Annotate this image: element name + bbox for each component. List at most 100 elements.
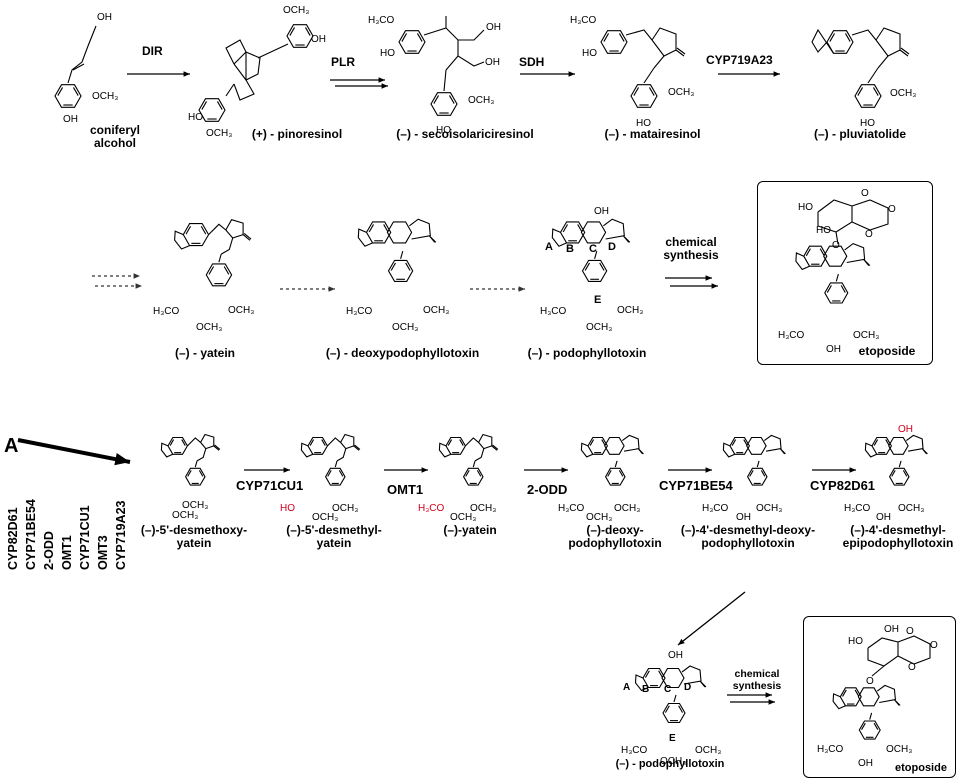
atom-label: O bbox=[906, 626, 914, 637]
ring-label: E bbox=[669, 733, 676, 744]
atom-label: OCH₃ bbox=[886, 744, 913, 755]
atom-label: OCH₃ bbox=[450, 512, 477, 523]
atom-label: OCH₃ bbox=[172, 510, 199, 521]
atom-label: O bbox=[908, 662, 916, 673]
label-podophyllotoxin-mid: (–) - podophyllotoxin bbox=[527, 346, 647, 360]
label-coniferyl-alcohol: coniferyl alcohol bbox=[89, 123, 140, 150]
arrow-to-podophyllotoxin bbox=[677, 591, 746, 646]
atom-label: HO bbox=[798, 202, 813, 213]
ring-label: B bbox=[566, 243, 574, 255]
arrow-plr-2 bbox=[335, 83, 388, 89]
gene-cyp71cu1: CYP71CU1 bbox=[78, 505, 92, 570]
arrow-sdh bbox=[520, 71, 575, 77]
gene-omt3: OMT3 bbox=[96, 535, 110, 570]
atom-label: OCH₃ bbox=[614, 503, 641, 514]
atom-oh: OH bbox=[63, 114, 78, 125]
atom-label: H₃CO bbox=[844, 503, 871, 514]
arrow-cyp71be54 bbox=[668, 467, 712, 473]
molecule-secoisolariciresinol bbox=[398, 16, 485, 116]
ring-label: D bbox=[608, 241, 616, 253]
atom-label: OCH₃ bbox=[182, 500, 209, 511]
enzyme-sdh: SDH bbox=[519, 55, 545, 69]
molecule-step-3 bbox=[438, 433, 499, 486]
arrow-chemical-1 bbox=[665, 275, 712, 281]
atom-label: OH bbox=[485, 57, 500, 68]
atom-label: OCH₃ bbox=[228, 305, 255, 316]
arrow-dir bbox=[127, 71, 190, 77]
ring-label: A bbox=[545, 241, 553, 253]
atom-label: O bbox=[861, 188, 869, 199]
atom-label: OH bbox=[668, 650, 683, 661]
molecule-podophyllotoxin-bottom bbox=[634, 665, 707, 724]
label-desmethyl-deoxy: (–)-4'-desmethyl-deoxy- podophyllotoxin bbox=[680, 523, 816, 550]
atom-label: HO bbox=[436, 125, 451, 136]
atom-oh: OH bbox=[97, 12, 112, 23]
atom-label: OH bbox=[898, 424, 913, 435]
label-yatein-bottom: (–)-yatein bbox=[443, 523, 497, 537]
ring-label: D bbox=[684, 682, 692, 693]
label-matairesinol: (–) - matairesinol bbox=[604, 127, 701, 141]
arrow-plr-1 bbox=[330, 77, 385, 83]
molecule-yatein-mid bbox=[174, 219, 252, 287]
atom-label: OCH₃ bbox=[423, 305, 450, 316]
arrow-chemical-3 bbox=[727, 692, 772, 698]
atom-label: H₃CO bbox=[558, 503, 585, 514]
molecule-coniferyl-alcohol bbox=[54, 25, 97, 108]
molecule-pinoresinol bbox=[198, 24, 314, 122]
atom-label: OCH₃ bbox=[853, 330, 880, 341]
atom-label: HO bbox=[860, 118, 875, 129]
arrow-cyp71cu1 bbox=[244, 467, 290, 473]
atom-label: OCH₃ bbox=[332, 503, 359, 514]
atom-label: OH bbox=[858, 758, 873, 769]
label-etoposide-bottom: etoposide bbox=[895, 762, 947, 774]
enzyme-cyp719a23: CYP719A23 bbox=[706, 53, 773, 67]
etoposide-box-bottom bbox=[803, 616, 956, 778]
atom-label: OCH₃ bbox=[890, 88, 917, 99]
atom-label: OCH₃ bbox=[586, 512, 613, 523]
sugar-mid bbox=[817, 199, 889, 245]
enzyme-cyp71cu1: CYP71CU1 bbox=[236, 478, 304, 493]
atom-label: OCH₃ bbox=[617, 305, 644, 316]
arrow-dashed-2 bbox=[95, 283, 142, 289]
atom-label: OH bbox=[594, 206, 609, 217]
label-deoxypodophyllotoxin-mid: (–) - deoxypodophyllotoxin bbox=[325, 346, 480, 360]
atom-label: H₃CO bbox=[570, 15, 597, 26]
atom-label: HO bbox=[848, 636, 863, 647]
atom-label: OCH₃ bbox=[312, 512, 339, 523]
atom-och3: OCH₃ bbox=[92, 91, 119, 102]
atom-label: OH bbox=[736, 512, 751, 523]
label-secoisolariciresinol: (–) - secoisolariciresinol bbox=[396, 127, 534, 141]
atom-label: OCH₃ bbox=[206, 128, 233, 139]
molecule-step-1 bbox=[160, 433, 221, 486]
molecule-pluviatolide bbox=[811, 27, 910, 108]
atom-h3co: H₃CO bbox=[368, 15, 395, 26]
enzyme-cyp71be54: CYP71BE54 bbox=[659, 478, 733, 493]
atom-label: OCH₃ bbox=[898, 503, 925, 514]
label-chemical-synthesis-mid: chemical synthesis bbox=[663, 235, 719, 262]
atom-label: OCH₃ bbox=[392, 322, 419, 333]
arrow-dashed-1 bbox=[92, 273, 140, 279]
ring-label: C bbox=[664, 684, 672, 695]
molecule-deoxypodophyllotoxin-mid bbox=[357, 218, 437, 282]
molecule-podophyllotoxin-mid bbox=[551, 218, 631, 282]
atom-label: O bbox=[930, 640, 938, 651]
atom-label: HO bbox=[380, 48, 395, 59]
molecule-matairesinol bbox=[600, 27, 686, 108]
atom-label: OCH₃ bbox=[660, 756, 687, 767]
arrow-omt1 bbox=[384, 467, 428, 473]
arrow-cyp82d61 bbox=[812, 467, 856, 473]
atom-label: HO bbox=[636, 118, 651, 129]
gene-cyp719a23: CYP719A23 bbox=[114, 500, 128, 571]
atom-label: OH bbox=[486, 22, 501, 33]
gene-cyp71be54: CYP71BE54 bbox=[24, 499, 38, 570]
label-desmethyl-epipodo: (–)-4'-desmethyl- epipodophyllotoxin bbox=[842, 523, 954, 550]
enzyme-2-odd: 2-ODD bbox=[527, 482, 568, 497]
atom-label: O bbox=[832, 240, 840, 251]
arrow-2-odd bbox=[524, 467, 568, 473]
atom-label: H₃CO bbox=[153, 306, 180, 317]
enzyme-dir: DIR bbox=[142, 44, 163, 58]
atom-label: OH bbox=[311, 34, 326, 45]
molecule-etoposide-mid bbox=[795, 242, 871, 304]
